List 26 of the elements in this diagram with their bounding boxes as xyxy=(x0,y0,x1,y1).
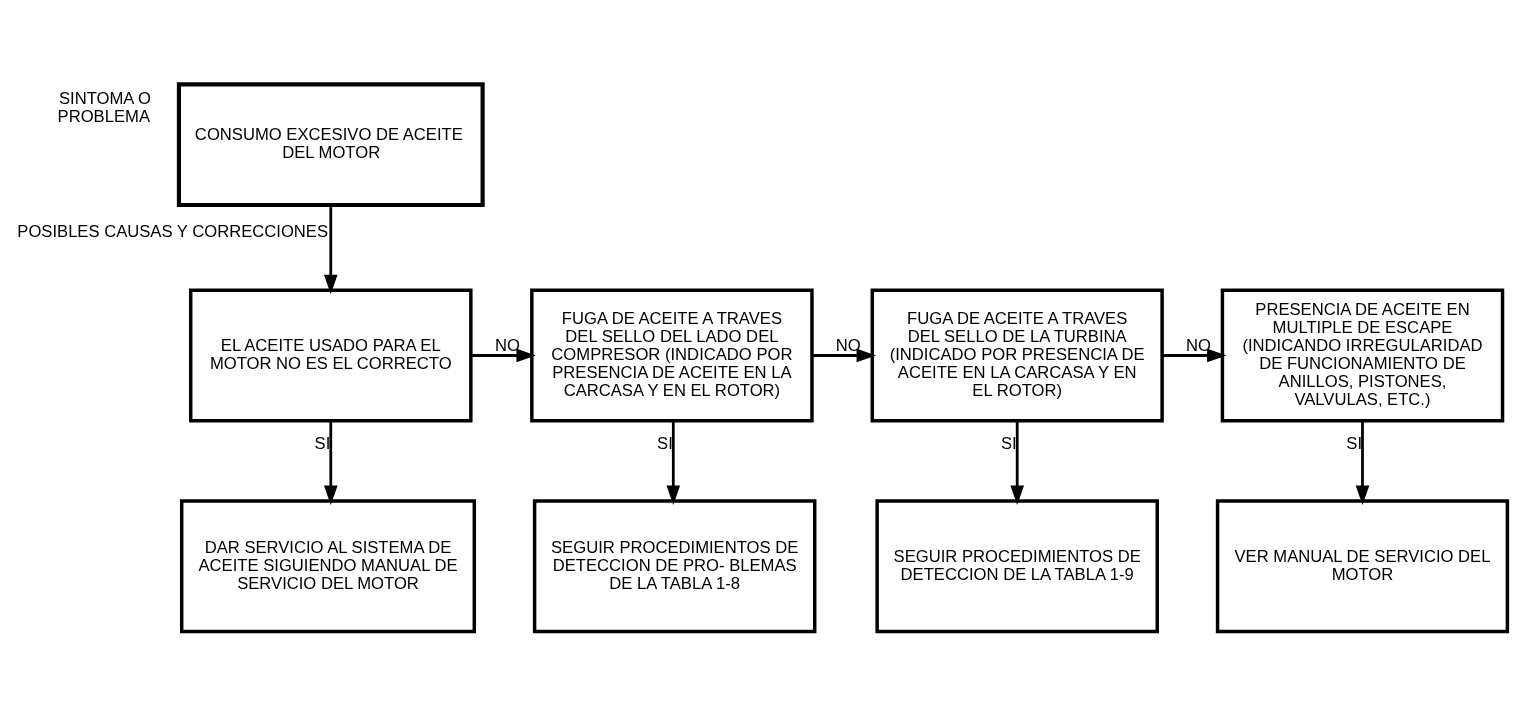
edge-label: SI xyxy=(1001,434,1017,454)
node-box: FUGA DE ACEITE A TRAVES DEL SELLO DEL LADO DEL COMPRESOR (INDICADO POR PRESENCIA DE ACEITE EN LA CARCASA Y EN EL ROTOR) xyxy=(530,288,814,423)
arrow xyxy=(323,421,338,505)
arrow xyxy=(1162,348,1227,363)
node-box: VER MANUAL DE SERVICIO DEL MOTOR xyxy=(1215,499,1510,634)
node-box: DAR SERVICIO AL SISTEMA DE ACEITE SIGUIENDO MANUAL DE SERVICIO DEL MOTOR xyxy=(179,499,477,634)
node-box: EL ACEITE USADO PARA EL MOTOR NO ES EL CORRECTO xyxy=(189,288,473,423)
node-box: PRESENCIA DE ACEITE EN MULTIPLE DE ESCAPE (INDICANDO IRREGULARIDAD DE FUNCIONAMIENTO DE ANILLOS, PISTONES, VALVULAS, ETC.) xyxy=(1220,288,1505,423)
arrow xyxy=(1010,421,1024,505)
edge-label: POSIBLES CAUSAS Y CORRECCIONES xyxy=(17,221,329,241)
arrow xyxy=(666,421,681,505)
arrow xyxy=(323,207,338,295)
node-box: SEGUIR PROCEDIMIENTOS DE DETECCION DE LA TABLA 1-9 xyxy=(875,499,1159,634)
arrow xyxy=(812,348,877,363)
edge-label: SI xyxy=(314,434,331,454)
arrow xyxy=(471,348,536,363)
edge-label: NO xyxy=(835,335,861,355)
node-box: CONSUMO EXCESIVO DE ACEITE DEL MOTOR xyxy=(176,82,485,208)
edge-label: SI xyxy=(1346,434,1363,454)
arrow xyxy=(1355,421,1370,505)
edge-label: NO xyxy=(1186,335,1211,355)
edge-label: SI xyxy=(657,434,673,454)
edge-label: NO xyxy=(495,335,521,355)
node-label: SINTOMA O PROBLEMA xyxy=(57,88,152,126)
node-box: FUGA DE ACEITE A TRAVES DEL SELLO DE LA TURBINA (INDICADO POR PRESENCIA DE ACEITE EN LA CARCASA Y EN EL ROTOR) xyxy=(870,288,1164,423)
node-box: SEGUIR PROCEDIMIENTOS DE DETECCION DE PRO- BLEMAS DE LA TABLA 1-8 xyxy=(532,499,817,634)
